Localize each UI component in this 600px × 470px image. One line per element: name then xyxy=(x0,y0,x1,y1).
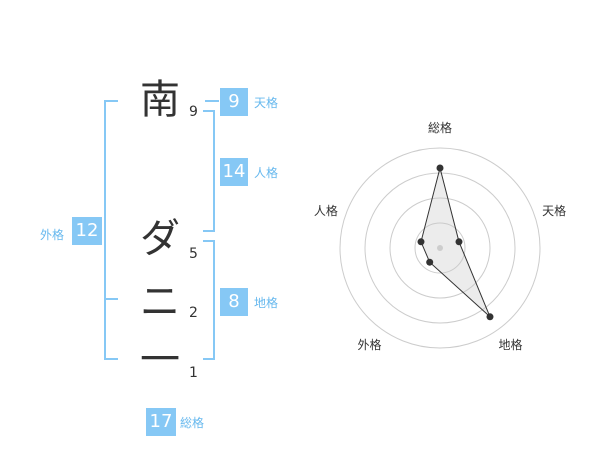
radar-axis-label-3: 地格 xyxy=(498,337,522,352)
radar-point-5 xyxy=(417,238,425,246)
radar-point-4 xyxy=(426,258,434,266)
radar-data-polygon xyxy=(420,167,491,318)
gaikaku-bracket-top xyxy=(104,100,118,102)
stroke-count-3: 2 xyxy=(189,305,198,321)
radar-axis-label-5: 人格 xyxy=(314,203,338,218)
radar-point-2 xyxy=(455,238,463,246)
name-char-4: 一 xyxy=(140,337,180,383)
soukaku-value: 17 xyxy=(146,408,176,436)
radar-center-dot xyxy=(437,245,443,251)
radar-axis-label-1: 総格 xyxy=(428,120,452,135)
stroke-count-4: 1 xyxy=(189,365,198,381)
tenkaku-label: 天格 xyxy=(254,96,279,110)
radar-axis-label-4: 外格 xyxy=(357,337,381,352)
radar-point-1 xyxy=(436,164,444,172)
jinkaku-bracket-bottom xyxy=(203,230,215,232)
gaikaku-label: 外格 xyxy=(40,228,65,242)
chikaku-label: 地格 xyxy=(254,296,279,310)
jinkaku-value: 14 xyxy=(220,158,248,186)
name-char-3: ニ xyxy=(140,279,180,325)
radar-grid-ring-2 xyxy=(389,197,491,299)
soukaku-label: 総格 xyxy=(180,416,205,430)
radar-grid-ring-3 xyxy=(364,172,516,324)
radar-grid-ring-1 xyxy=(414,222,466,274)
jinkaku-bracket-vertical xyxy=(213,110,215,232)
chikaku-value: 8 xyxy=(220,288,248,316)
jinkaku-label: 人格 xyxy=(254,166,279,180)
radar-grid-ring-4 xyxy=(339,147,541,349)
stroke-count-2: 5 xyxy=(189,246,198,262)
name-char-1: 南 xyxy=(140,77,180,123)
stroke-count-1: 9 xyxy=(189,104,198,120)
name-char-2: ダ xyxy=(140,216,180,262)
gaikaku-bracket-mid xyxy=(104,298,118,300)
gaikaku-bracket-bottom xyxy=(104,358,118,360)
tenkaku-bracket-line xyxy=(205,100,219,102)
jinkaku-bracket-top xyxy=(203,110,215,112)
chikaku-bracket-vertical xyxy=(213,240,215,360)
tenkaku-value: 9 xyxy=(220,88,248,116)
gaikaku-value: 12 xyxy=(72,217,102,245)
gaikaku-bracket-vertical xyxy=(104,100,106,360)
chikaku-bracket-top xyxy=(203,240,215,242)
radar-point-3 xyxy=(486,313,494,321)
chikaku-bracket-bottom xyxy=(203,358,215,360)
radar-axis-label-2: 天格 xyxy=(542,203,566,218)
